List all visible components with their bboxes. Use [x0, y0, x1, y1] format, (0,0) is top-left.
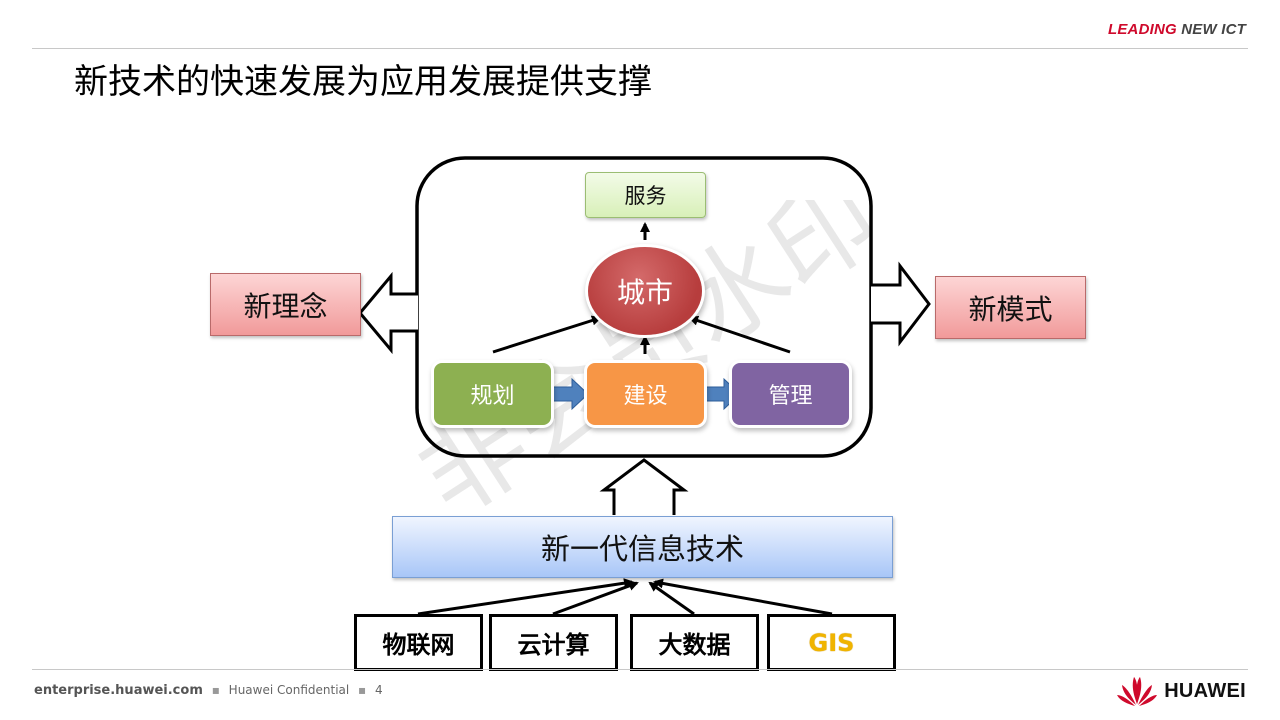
huawei-logo: HUAWEI	[1116, 674, 1246, 708]
footer-confidential: Huawei Confidential	[228, 683, 350, 697]
arrow-planning-to-construction	[551, 377, 589, 411]
footer-bullet-icon: ▪	[211, 683, 220, 697]
management-label: 管理	[768, 384, 813, 409]
new-model-box: 新模式	[935, 276, 1086, 339]
header-divider	[32, 48, 1248, 49]
brand-slogan: LEADING NEW ICT	[1108, 21, 1246, 38]
slide-title: 新技术的快速发展为应用发展提供支撑	[74, 62, 652, 102]
new-model-label: 新模式	[968, 292, 1053, 326]
tech-label-iot: 物联网	[382, 631, 455, 659]
tech-box-iot: 物联网	[354, 614, 483, 671]
arrow-cloud-to-tech	[552, 581, 639, 616]
planning-label: 规划	[470, 384, 515, 409]
tech-label-cloud: 云计算	[517, 631, 590, 659]
up-hollow-arrow	[599, 458, 689, 515]
service-label: 服务	[624, 184, 667, 208]
arrow-planning-to-city	[492, 315, 602, 354]
tech-label-gis: GIS	[808, 628, 855, 657]
arrow-iot-to-tech	[417, 578, 634, 616]
huawei-wordmark: HUAWEI	[1164, 679, 1246, 702]
tech-box-bigdata: 大数据	[630, 614, 759, 671]
footer-divider	[32, 669, 1248, 670]
right-hollow-arrow	[871, 261, 931, 347]
footer-site: enterprise.huawei.com	[34, 683, 203, 698]
planning-box: 规划	[434, 363, 551, 425]
management-box: 管理	[732, 363, 849, 425]
huawei-flower-icon	[1117, 677, 1158, 706]
footer-page-number: 4	[375, 683, 383, 697]
arrow-management-to-city	[688, 315, 791, 354]
left-hollow-arrow	[358, 271, 418, 355]
city-node: 城市	[588, 247, 702, 335]
construction-box: 建设	[587, 363, 704, 425]
new-concept-label: 新理念	[243, 289, 328, 323]
service-box: 服务	[585, 172, 706, 218]
tech-label-bigdata: 大数据	[658, 631, 731, 659]
construction-label: 建设	[623, 384, 668, 409]
brand-slogan-leading: LEADING	[1107, 21, 1177, 38]
new-concept-box: 新理念	[210, 273, 361, 336]
footer-text: enterprise.huawei.com ▪ Huawei Confident…	[34, 683, 383, 698]
brand-slogan-rest: NEW ICT	[1181, 21, 1246, 38]
next-gen-it-label: 新一代信息技术	[540, 532, 744, 566]
tech-box-cloud: 云计算	[489, 614, 618, 671]
arrow-gis-to-tech	[653, 578, 833, 616]
next-gen-it-box: 新一代信息技术	[392, 516, 893, 578]
tech-box-gis: GIS	[767, 614, 896, 671]
footer-bullet-icon: ▪	[358, 683, 367, 697]
city-label: 城市	[616, 276, 673, 309]
